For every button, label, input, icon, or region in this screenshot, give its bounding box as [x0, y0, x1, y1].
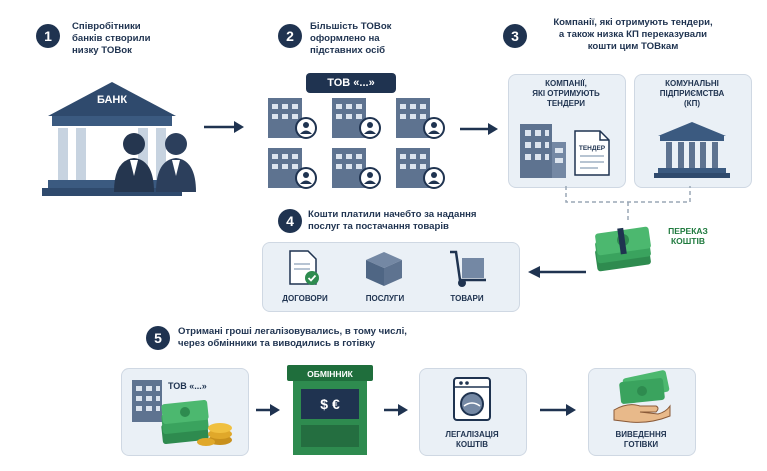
bank-sign: БАНК	[96, 94, 128, 106]
step-2-line: Більшість ТОВок	[310, 21, 392, 32]
arrow-right-icon	[540, 404, 576, 416]
exchange-sign: ОБМІННИК	[307, 369, 353, 379]
step-1-number: 1	[36, 24, 60, 48]
cash-out-line: ГОТІВКИ	[623, 440, 659, 449]
deals-services-label: ПОСЛУГИ	[365, 294, 405, 303]
hand-truck-icon	[450, 250, 486, 287]
tov-building-icon	[132, 380, 162, 422]
arrow-left-icon	[528, 266, 586, 278]
step-2-number: 2	[278, 24, 302, 48]
money-transfer-line: КОШТІВ	[670, 236, 706, 246]
municipal-building-icon	[654, 122, 730, 178]
shell-companies-icon	[268, 98, 445, 189]
bank-building-icon	[42, 82, 182, 196]
step-1-text: Співробітники банків створили низку ТОВо…	[72, 21, 151, 57]
money-transfer-label: ПЕРЕКАЗ КОШТІВ	[658, 226, 718, 246]
step-5-text: Отримані гроші легалізовувались, в тому …	[178, 326, 407, 350]
money-and-coins-icon	[161, 399, 232, 446]
deals-goods-label: ТОВАРИ	[450, 294, 484, 303]
tender-companies-line: ТЕНДЕРИ	[546, 99, 586, 108]
step-5-line: Отримані гроші легалізовувались, в тому …	[178, 326, 407, 337]
step-1-line: банків створили	[72, 33, 151, 44]
deals-contracts-label: ДОГОВОРИ	[282, 294, 328, 303]
money-transfer-line: ПЕРЕКАЗ	[668, 226, 708, 236]
step-3-line: кошти цим ТОВкам	[587, 41, 679, 52]
step-1-line: низку ТОВок	[72, 45, 132, 56]
exchange-symbols: $ €	[320, 396, 340, 412]
arrow-right-icon	[204, 121, 244, 133]
legalization-line: ЛЕГАЛІЗАЦІЯ	[445, 430, 499, 439]
tender-document-icon	[574, 130, 610, 176]
hand-with-cash-icon	[613, 370, 671, 423]
service-box-icon	[366, 252, 402, 286]
step-4-line: послуг та постачання товарів	[308, 221, 449, 232]
arrow-right-icon	[384, 404, 408, 416]
municipal-label: КОМУНАЛЬНІ ПІДПРИЄМСТВА (КП)	[634, 79, 750, 109]
legalization-line: КОШТІВ	[455, 440, 489, 449]
step-1-line: Співробітники	[72, 21, 141, 32]
contract-document-icon	[289, 250, 319, 285]
step-5-number: 5	[146, 326, 170, 350]
cash-stack-icon	[595, 226, 651, 272]
bottom-tov-label: ТОВ «...»	[168, 381, 207, 391]
step-4-text: Кошти платили начебто за надання послуг …	[308, 209, 477, 233]
tov-badge: ТОВ «...»	[306, 73, 396, 93]
municipal-line: ПІДПРИЄМСТВА	[659, 89, 725, 98]
tender-doc-label: ТЕНДЕР	[578, 145, 606, 152]
step-4-number: 4	[278, 209, 302, 233]
step-3-text: Компанії, які отримують тендери, а також…	[528, 17, 738, 53]
cash-out-label: ВИВЕДЕННЯ ГОТІВКИ	[588, 430, 694, 450]
step-2-text: Більшість ТОВок оформлено на підставних …	[310, 21, 392, 57]
bank-employees-icon	[114, 133, 196, 192]
cash-out-line: ВИВЕДЕННЯ	[615, 430, 667, 439]
exchange-kiosk-icon	[287, 365, 373, 455]
step-3-line: а також низка КП переказували	[558, 29, 708, 40]
tender-companies-line: КОМПАНІЇ,	[545, 79, 587, 88]
municipal-line: КОМУНАЛЬНІ	[665, 79, 719, 88]
arrow-right-icon	[460, 123, 498, 135]
step-2-line: підставних осіб	[310, 45, 386, 56]
step-4-line: Кошти платили начебто за надання	[308, 209, 477, 220]
step-2-line: оформлено на	[310, 33, 380, 44]
tender-companies-line: ЯКІ ОТРИМУЮТЬ	[532, 89, 600, 98]
legalization-label: ЛЕГАЛІЗАЦІЯ КОШТІВ	[419, 430, 525, 450]
office-building-icon	[520, 124, 566, 178]
dashed-connector	[565, 186, 691, 222]
step-5-line: через обмінники та виводились в готівку	[178, 338, 376, 349]
step-3-number: 3	[503, 24, 527, 48]
washing-machine-icon	[453, 377, 491, 421]
tender-companies-label: КОМПАНІЇ, ЯКІ ОТРИМУЮТЬ ТЕНДЕРИ	[508, 79, 624, 109]
municipal-line: (КП)	[684, 99, 700, 108]
arrow-right-icon	[256, 404, 280, 416]
step-3-line: Компанії, які отримують тендери,	[553, 17, 713, 28]
